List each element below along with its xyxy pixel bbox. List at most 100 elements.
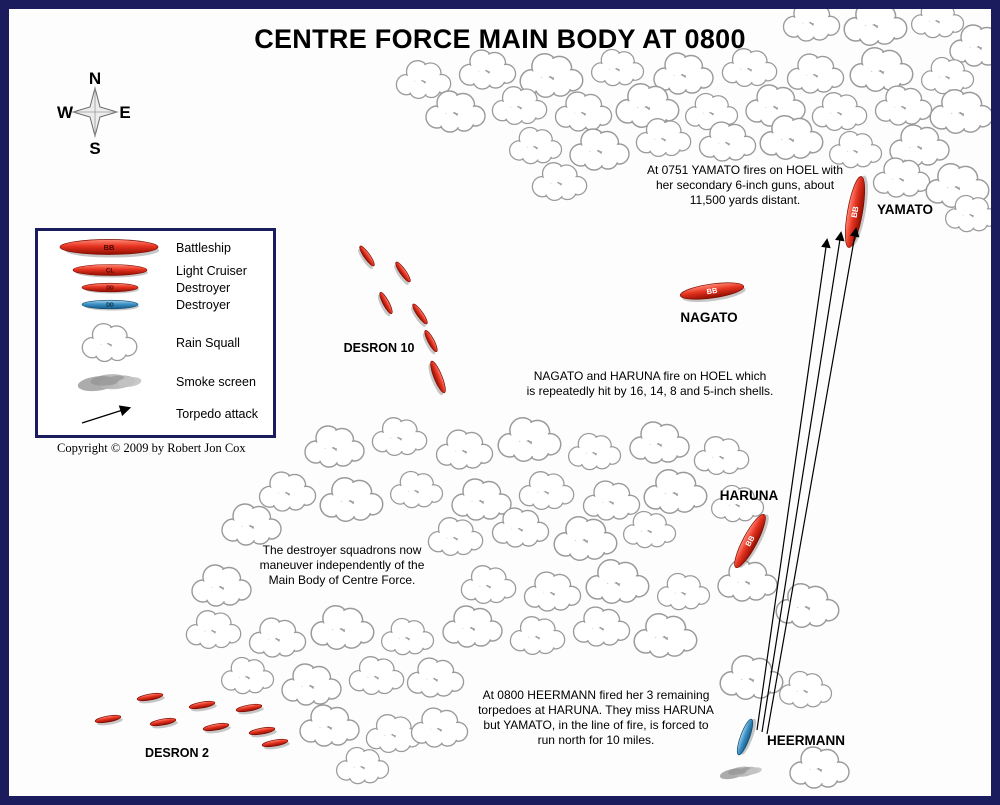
rain-squall-cloud bbox=[554, 91, 613, 132]
rain-squall-cloud bbox=[281, 663, 342, 706]
destroyer-desron-2 bbox=[94, 714, 123, 726]
legend-row-light-cruiser: CL Light Cruiser bbox=[44, 261, 269, 280]
ship-nagato: BB bbox=[679, 282, 746, 303]
legend-label-light-cruiser: Light Cruiser bbox=[176, 263, 247, 278]
rain-squall-cloud bbox=[220, 656, 275, 695]
destroyer-blue-icon: DD bbox=[44, 299, 176, 311]
destroyer-desron-10 bbox=[422, 329, 438, 355]
legend-row-battleship: BB Battleship bbox=[44, 235, 269, 261]
destroyer-desron-2 bbox=[149, 717, 178, 729]
destroyer-desron-10 bbox=[377, 291, 393, 317]
rain-squall-cloud bbox=[622, 510, 677, 549]
rain-squall-cloud bbox=[629, 421, 690, 464]
rain-squall-cloud bbox=[567, 432, 622, 471]
legend-label-destroyer-blue: Destroyer bbox=[176, 297, 231, 312]
ships-layer: BB BB BB bbox=[94, 175, 868, 756]
rain-squall-cloud bbox=[929, 88, 994, 134]
rain-squall-cloud bbox=[371, 417, 428, 457]
rain-squall-cloud bbox=[531, 162, 588, 202]
legend-box: BB Battleship CL Light Cruiser DD bbox=[35, 228, 276, 438]
destroyer-desron-2 bbox=[261, 738, 290, 750]
copyright-text: Copyright © 2009 by Robert Jon Cox bbox=[57, 441, 246, 455]
rain-squall-cloud bbox=[811, 92, 868, 132]
destroyer-desron-10 bbox=[428, 360, 446, 396]
rain-squall-cloud bbox=[389, 470, 444, 509]
rain-squall-cloud bbox=[656, 572, 711, 611]
rain-squall-cloud bbox=[778, 670, 833, 709]
rain-squall-cloud bbox=[693, 436, 750, 476]
rain-squall-cloud bbox=[874, 85, 933, 126]
battleship-code: BB bbox=[104, 243, 115, 252]
rain-squall-cloud bbox=[553, 515, 618, 561]
legend-row-destroyer-red: DD Destroyer bbox=[44, 280, 269, 296]
smoke-screen bbox=[718, 762, 763, 782]
rain-squall-cloud bbox=[410, 707, 469, 748]
compass-north-label: N bbox=[89, 69, 101, 88]
torpedo-track bbox=[756, 238, 831, 731]
compass-star-facets bbox=[73, 88, 117, 136]
rain-squall-cloud bbox=[185, 610, 242, 650]
rain-squall-cloud bbox=[789, 746, 850, 789]
destroyer-red-icon: DD bbox=[44, 282, 176, 294]
torpedo-attack-icon bbox=[44, 400, 176, 428]
rain-squall-cloud bbox=[335, 746, 390, 785]
rain-squall-cloud bbox=[523, 571, 582, 612]
rain-squall-cloud bbox=[572, 606, 631, 647]
rain-squall-cloud bbox=[828, 130, 883, 169]
rain-squall-cloud bbox=[518, 471, 575, 511]
rain-squall-cloud bbox=[775, 582, 840, 628]
smoke-screen-icon bbox=[44, 369, 176, 395]
rain-squall-cloud bbox=[442, 605, 503, 648]
rain-squall-cloud bbox=[427, 517, 484, 557]
rain-squall-cloud bbox=[458, 49, 517, 90]
rain-squall-cloud bbox=[451, 478, 512, 521]
legend-label-smoke-screen: Smoke screen bbox=[176, 375, 256, 389]
destroyer-desron-2 bbox=[248, 726, 277, 738]
rain-squall-cloud bbox=[460, 565, 517, 605]
destroyer-desron-10 bbox=[358, 245, 375, 269]
rain-squall-cloud bbox=[435, 429, 494, 470]
rain-squall-cloud bbox=[191, 564, 252, 607]
rain-squall-cloud bbox=[633, 612, 698, 658]
legend-label-destroyer-red: Destroyer bbox=[176, 281, 231, 295]
rain-squall-cloud bbox=[310, 604, 375, 650]
rain-squall-cloud bbox=[221, 503, 282, 546]
legend-label-torpedo-attack: Torpedo attack bbox=[176, 407, 258, 421]
legend-row-destroyer-blue: DD Destroyer bbox=[44, 296, 269, 313]
light-cruiser-code: CL bbox=[106, 267, 114, 274]
legend-row-rain-squall: Rain Squall bbox=[44, 321, 269, 365]
rain-squall-cloud bbox=[380, 617, 435, 656]
rain-squall-cloud bbox=[684, 92, 739, 131]
rain-squall-cloud bbox=[653, 52, 714, 95]
ship-yamato: BB bbox=[844, 175, 868, 248]
compass-west-label: W bbox=[57, 103, 74, 122]
destroyer-desron-2 bbox=[136, 692, 165, 704]
rain-squall-cloud bbox=[304, 425, 365, 468]
rain-squall-cloud bbox=[717, 559, 778, 602]
compass-east-label: E bbox=[119, 103, 130, 122]
light-cruiser-icon: CL bbox=[44, 263, 176, 278]
rain-squall-cloud bbox=[509, 616, 566, 656]
destroyer-desron-2 bbox=[235, 703, 264, 715]
rain-squall-cloud bbox=[582, 480, 641, 521]
destroyer-desron-2 bbox=[188, 700, 217, 712]
rain-squall-cloud bbox=[569, 128, 630, 171]
rain-squall-cloud bbox=[348, 656, 405, 696]
torpedo-track bbox=[761, 231, 845, 733]
rain-squall-cloud bbox=[248, 617, 307, 658]
legend-label-rain-squall: Rain Squall bbox=[176, 336, 240, 350]
ship-class-code: BB bbox=[706, 286, 719, 297]
rain-squall-cloud bbox=[258, 471, 317, 512]
rain-squall-cloud bbox=[299, 704, 360, 747]
rain-squall-cloud bbox=[497, 416, 562, 462]
destroyer-blue-code: DD bbox=[106, 302, 114, 308]
destroyer-desron-10 bbox=[411, 303, 428, 327]
compass-south-label: S bbox=[89, 139, 100, 158]
ship-class-code: BB bbox=[850, 205, 861, 218]
legend-row-smoke-screen: Smoke screen bbox=[44, 367, 269, 397]
torpedo-track bbox=[766, 227, 860, 735]
rain-squall-layer bbox=[185, 0, 1000, 789]
rain-squall-icon bbox=[44, 321, 176, 365]
